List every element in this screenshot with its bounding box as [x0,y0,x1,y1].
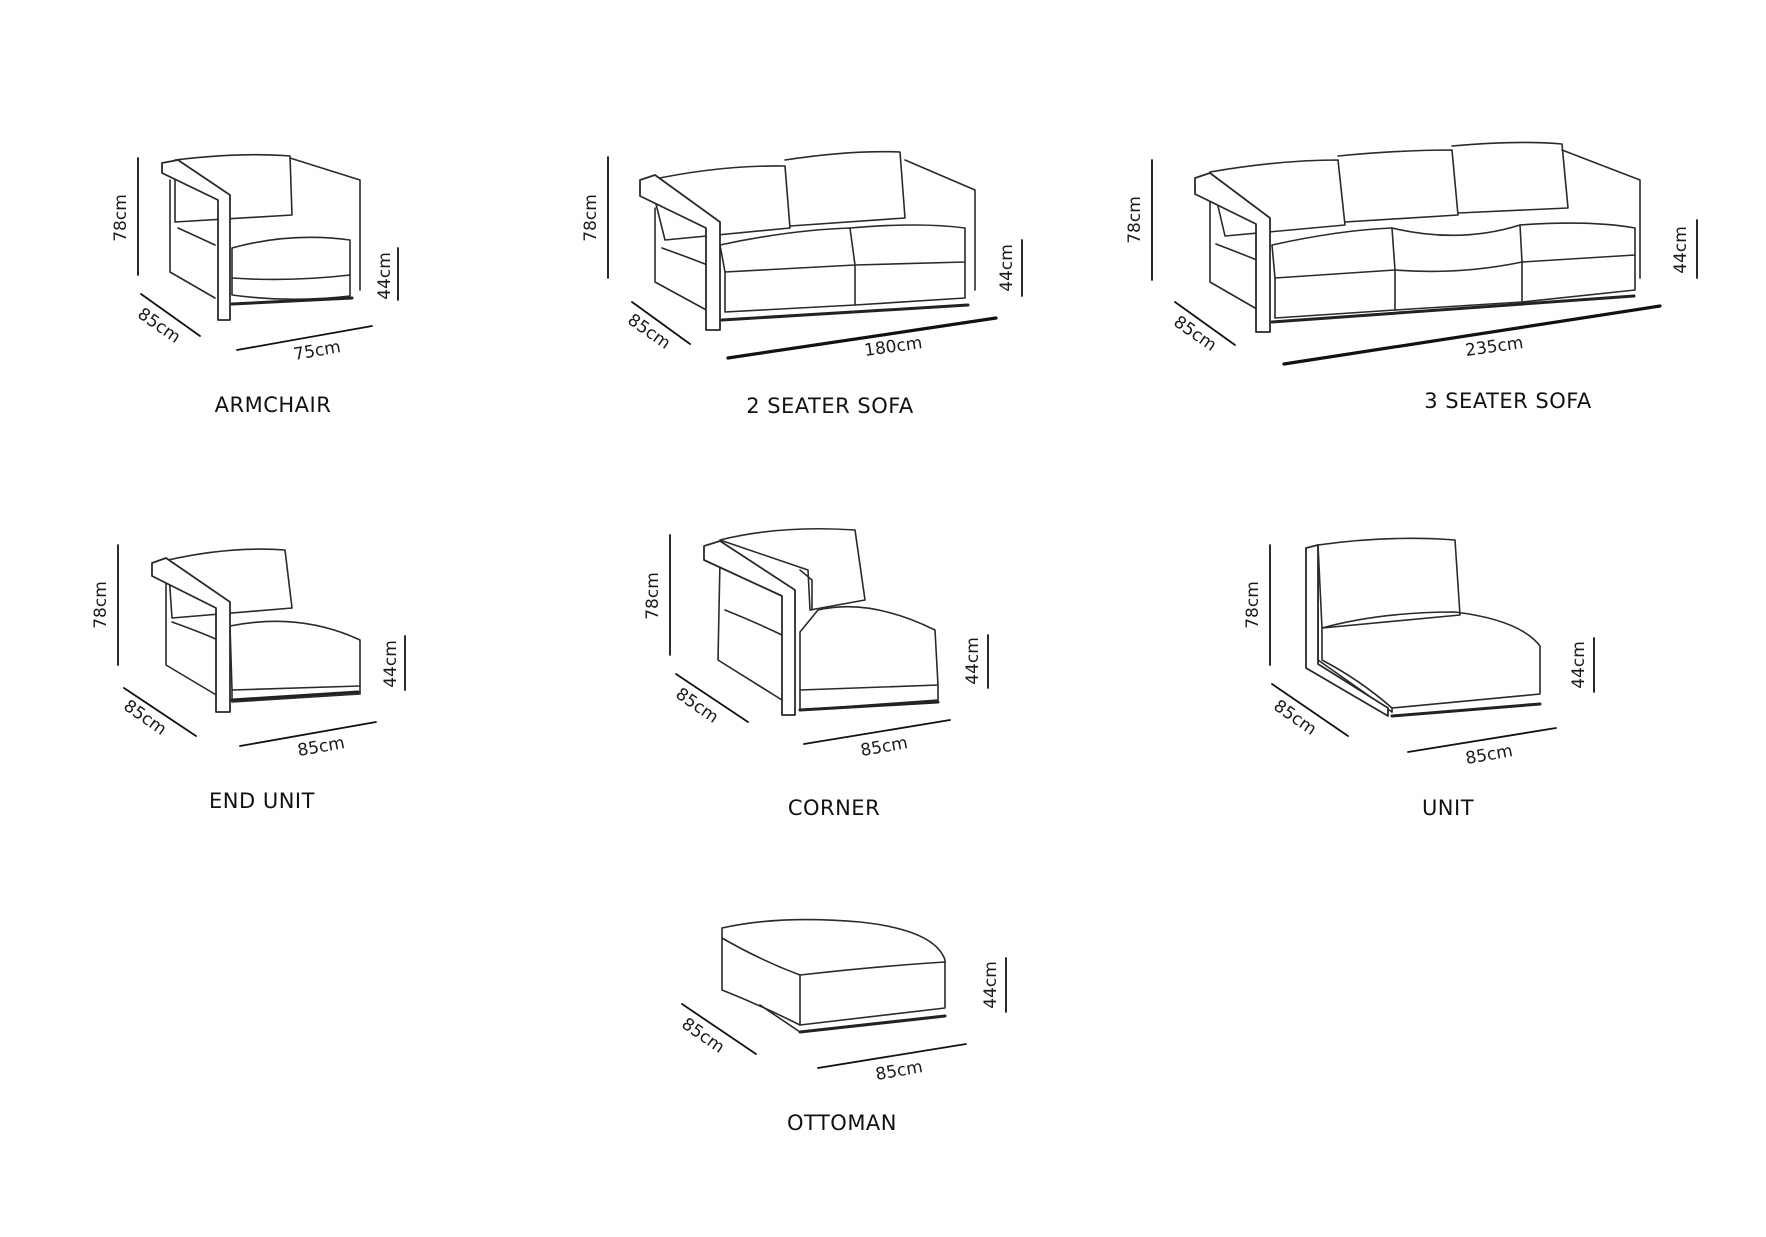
armchair-drawing [161,153,361,321]
corner-height-label: 78cm [643,572,663,620]
endunit-seat-label: 44cm [381,640,401,688]
ottoman-depth-label: 85cm [678,1014,728,1058]
corner-width-label: 85cm [859,733,909,761]
ottoman-width-label: 85cm [874,1057,924,1085]
endunit-depth-line [123,687,197,737]
endunit-height-label: 78cm [91,581,111,629]
sofa3-width-line [1282,304,1662,366]
armchair-width-line [236,325,373,351]
corner-label: CORNER [788,796,880,820]
endunit-width-label: 85cm [296,733,346,761]
sofa3-drawing [1194,141,1641,333]
sofa2-label: 2 SEATER SOFA [746,394,914,418]
endunit-width-line [239,721,377,747]
corner-drawing [703,527,940,716]
unit-group: 78cm 85cm 85cm 44cm UNIT [1243,537,1595,820]
ottoman-drawing [721,918,947,1034]
sofa3-label: 3 SEATER SOFA [1424,389,1592,413]
sofa3-seat-label: 44cm [1671,226,1691,274]
unit-drawing [1305,537,1542,718]
corner-width-line [803,719,951,745]
armchair-seat-label: 44cm [375,252,395,300]
endunit-group: 78cm 85cm 85cm 44cm END UNIT [91,544,406,813]
ottoman-label: OTTOMAN [787,1111,897,1135]
armchair-depth-label: 85cm [134,304,184,348]
armchair-depth-line [140,293,201,337]
sofa3-depth-line [1174,301,1236,346]
corner-seat-label: 44cm [963,637,983,685]
sofa2-height-label: 78cm [581,194,601,242]
unit-seat-label: 44cm [1569,641,1589,689]
unit-height-label: 78cm [1243,581,1263,629]
corner-group: 78cm 85cm 85cm 44cm CORNER [643,527,989,820]
sofa2-group: 78cm 85cm 180cm 44cm 2 SEATER SOFA [581,150,1023,418]
endunit-drawing [151,548,361,713]
corner-depth-line [675,673,749,723]
sofa2-width-line [726,316,998,360]
armchair-height-label: 78cm [111,194,131,242]
sofa3-depth-label: 85cm [1170,312,1220,356]
ottoman-depth-line [681,1003,757,1055]
unit-depth-label: 85cm [1270,696,1320,740]
armchair-group: 78cm 85cm 75cm 44cm ARMCHAIR [111,153,399,417]
unit-width-label: 85cm [1464,741,1514,769]
armchair-label: ARMCHAIR [215,393,332,417]
sofa3-group: 78cm 85cm 235cm 44cm 3 SEATER SOFA [1125,141,1698,413]
corner-depth-label: 85cm [672,684,722,728]
sofa3-width-label: 235cm [1464,333,1525,361]
sofa2-seat-label: 44cm [997,244,1017,292]
sofa2-drawing [639,150,976,331]
ottoman-group: 85cm 85cm 44cm OTTOMAN [678,918,1007,1135]
ottoman-seat-label: 44cm [981,961,1001,1009]
unit-width-line [1407,727,1557,753]
armchair-width-label: 75cm [292,337,342,365]
unit-label: UNIT [1422,796,1474,820]
sofa3-height-label: 78cm [1125,196,1145,244]
endunit-label: END UNIT [209,789,315,813]
unit-depth-line [1271,683,1349,737]
sofa2-depth-label: 85cm [624,310,674,354]
sofa2-depth-line [631,301,691,345]
ottoman-width-line [817,1043,967,1069]
